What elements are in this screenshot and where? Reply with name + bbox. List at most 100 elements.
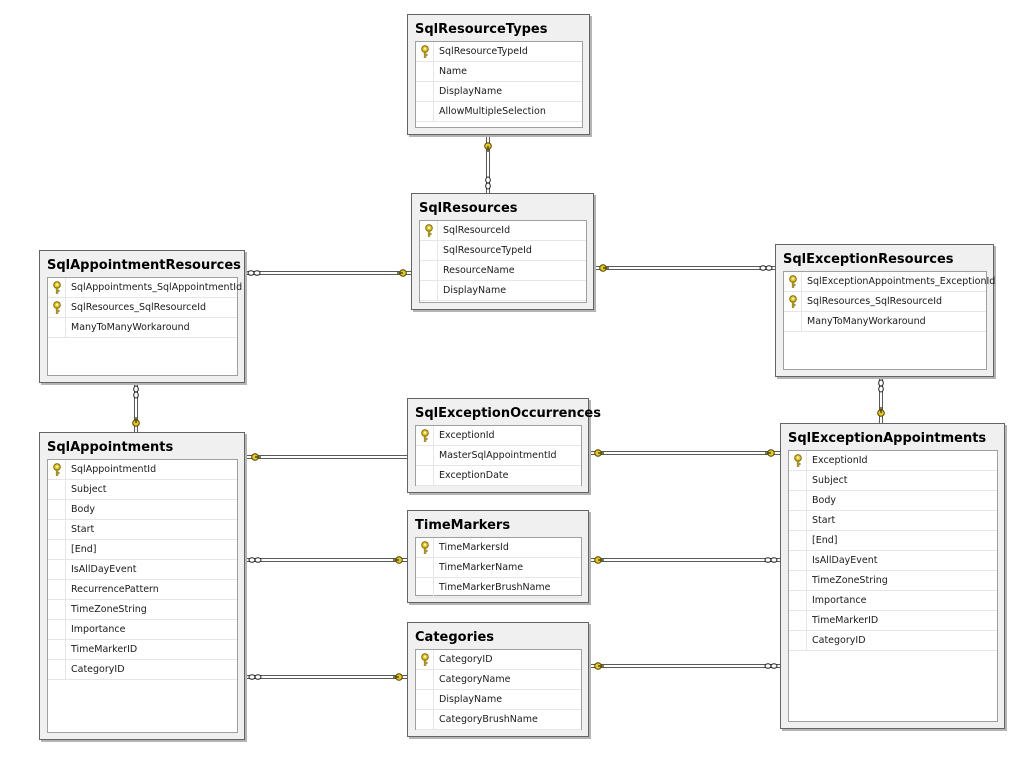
column-row[interactable]: Start [48, 520, 237, 540]
column-name: IsAllDayEvent [71, 564, 137, 575]
column-row[interactable]: MasterSqlAppointmentId [416, 446, 581, 466]
column-row[interactable]: Importance [48, 620, 237, 640]
column-row[interactable]: SqlResources_SqlResourceId [784, 292, 986, 312]
column-row[interactable]: RecurrencePattern [48, 580, 237, 600]
column-row[interactable]: TimeZoneString [48, 600, 237, 620]
key-end-icon [132, 417, 140, 427]
key-icon [416, 650, 434, 669]
column-row[interactable]: AllowMultipleSelection [416, 102, 582, 122]
column-row[interactable]: TimeMarkerID [789, 611, 997, 631]
row-selector [789, 491, 807, 510]
column-row[interactable]: ExceptionId [416, 426, 581, 446]
column-row[interactable]: ExceptionId [789, 451, 997, 471]
row-selector [416, 82, 434, 101]
row-selector [48, 500, 66, 519]
column-row[interactable]: SqlResources_SqlResourceId [48, 298, 237, 318]
column-row[interactable]: CategoryID [48, 660, 237, 680]
column-row[interactable]: Name [416, 62, 582, 82]
column-row[interactable]: DisplayName [416, 690, 581, 710]
column-row[interactable]: Body [48, 500, 237, 520]
key-icon [416, 42, 434, 61]
column-name: SqlResourceTypeId [439, 46, 528, 57]
column-name: ExceptionId [439, 430, 495, 441]
column-name: SqlAppointments_SqlAppointmentId [71, 282, 243, 293]
column-row[interactable]: IsAllDayEvent [789, 551, 997, 571]
column-row[interactable]: TimeMarkersId [416, 538, 581, 558]
column-name: TimeZoneString [71, 604, 147, 615]
row-selector [48, 640, 66, 659]
infinity-icon [248, 674, 262, 680]
column-name: DisplayName [443, 285, 507, 296]
key-icon [420, 221, 438, 240]
infinity-icon [878, 379, 884, 393]
column-row[interactable]: SqlAppointments_SqlAppointmentId [48, 278, 242, 298]
column-name: ManyToManyWorkaround [807, 316, 926, 327]
key-icon [789, 451, 807, 470]
key-icon [784, 272, 802, 291]
row-selector [420, 281, 438, 300]
row-selector [789, 571, 807, 590]
column-row[interactable]: [End] [789, 531, 997, 551]
column-row[interactable]: TimeMarkerName [416, 558, 581, 578]
column-row[interactable]: [End] [48, 540, 237, 560]
column-name: ManyToManyWorkaround [71, 322, 190, 333]
column-row[interactable]: ManyToManyWorkaround [784, 312, 986, 332]
column-name: TimeMarkerBrushName [439, 582, 551, 593]
table-title: SqlExceptionResources [783, 252, 954, 267]
column-row[interactable]: Subject [789, 471, 997, 491]
column-row[interactable]: TimeZoneString [789, 571, 997, 591]
column-row[interactable]: ExceptionDate [416, 466, 581, 486]
row-selector [48, 480, 66, 499]
column-row[interactable]: ManyToManyWorkaround [48, 318, 237, 338]
column-row[interactable]: ResourceName [420, 261, 586, 281]
column-row[interactable]: SqlResourceTypeId [416, 42, 582, 62]
row-selector [416, 578, 434, 597]
column-row[interactable]: TimeMarkerID [48, 640, 237, 660]
table-sql-exception-resources[interactable]: SqlExceptionResources SqlExceptionAppoin… [775, 244, 995, 377]
column-name: Name [439, 66, 468, 77]
column-row[interactable]: Subject [48, 480, 237, 500]
column-name: TimeMarkerID [71, 644, 138, 655]
row-selector [416, 466, 434, 485]
column-row[interactable]: Body [789, 491, 997, 511]
column-name: DisplayName [439, 86, 503, 97]
column-row[interactable]: Importance [789, 591, 997, 611]
row-selector [48, 318, 66, 337]
column-name: CategoryBrushName [439, 714, 538, 725]
infinity-icon [133, 385, 139, 399]
column-name: MasterSqlAppointmentId [439, 450, 557, 461]
column-row[interactable]: SqlResourceTypeId [420, 241, 586, 261]
column-name: Subject [812, 475, 848, 486]
column-row[interactable]: SqlResourceId [420, 221, 586, 241]
column-row[interactable]: CategoryName [416, 670, 581, 690]
table-sql-appointment-resources[interactable]: SqlAppointmentResources SqlAppointments_… [39, 250, 245, 383]
column-row[interactable]: CategoryID [789, 631, 997, 651]
column-name: TimeMarkerName [439, 562, 524, 573]
column-row[interactable]: DisplayName [416, 82, 582, 102]
row-selector [420, 261, 438, 280]
row-selector [48, 560, 66, 579]
key-end-icon [484, 142, 492, 152]
column-row[interactable]: SqlExceptionAppointments_ExceptionId [784, 272, 995, 292]
column-row[interactable]: CategoryBrushName [416, 710, 581, 730]
row-selector [789, 611, 807, 630]
column-row[interactable]: SqlAppointmentId [48, 460, 237, 480]
column-row[interactable]: IsAllDayEvent [48, 560, 237, 580]
column-row[interactable]: TimeMarkerBrushName [416, 578, 581, 598]
column-row[interactable]: DisplayName [420, 281, 586, 301]
column-row[interactable]: CategoryID [416, 650, 581, 670]
table-title: Categories [415, 630, 495, 645]
column-row[interactable]: Start [789, 511, 997, 531]
